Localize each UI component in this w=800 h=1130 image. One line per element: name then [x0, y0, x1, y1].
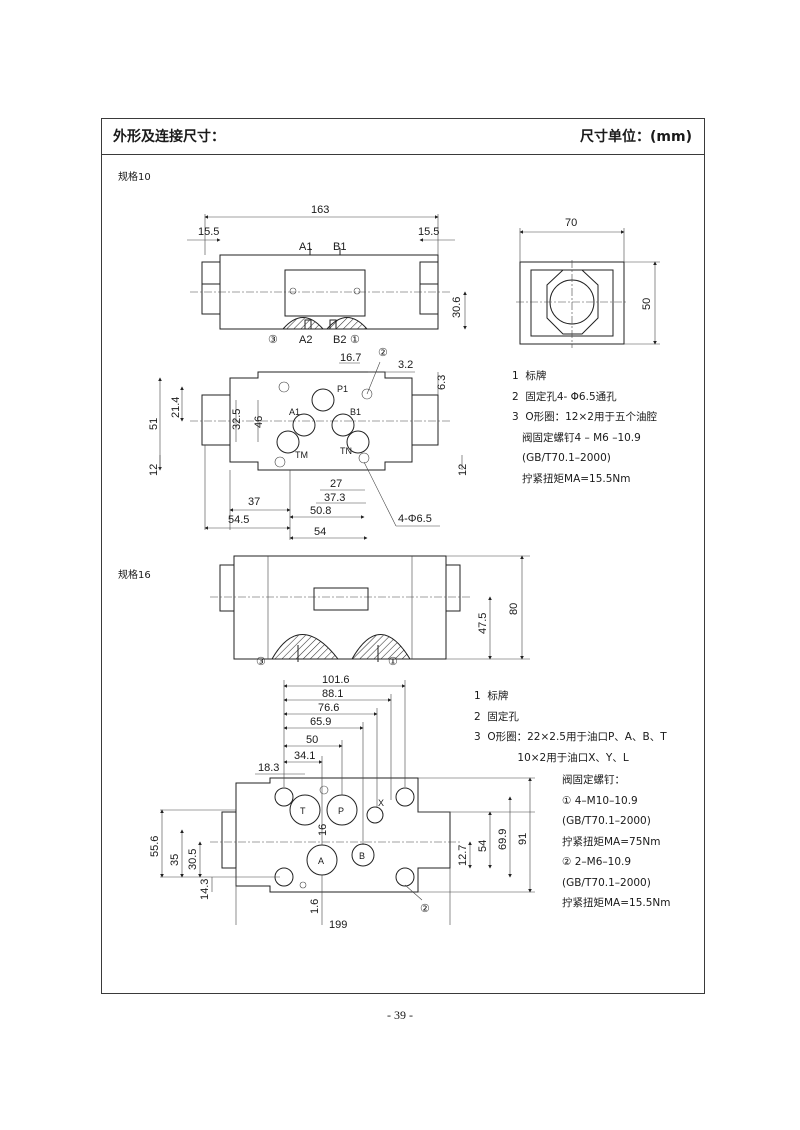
- port-b1: B1: [333, 241, 346, 253]
- dim-91: 91: [517, 833, 529, 845]
- section-title: 外形及连接尺寸：: [113, 129, 225, 145]
- dim-1-6: 1.6: [309, 899, 321, 914]
- callout-2-spec16: ②: [420, 903, 430, 915]
- note-line: ② 2–M6–10.9: [562, 856, 632, 868]
- port-b2: B2: [333, 334, 346, 346]
- port-p: P: [338, 806, 344, 816]
- note-line: 1 标牌: [474, 690, 509, 702]
- note-line: (GB/T70.1–2000): [562, 876, 651, 889]
- spec10-top-view: P1 A1 B1 TM TN ② 16.7 3.2 6.3 51 21.4 32…: [148, 347, 469, 540]
- note-line: 阀固定螺钉4 – M6 –10.9: [512, 431, 641, 444]
- dim-50-8: 50.8: [310, 505, 331, 517]
- header-divider: [101, 154, 705, 155]
- port-a1-top: A1: [289, 407, 300, 417]
- spec16-notes: 1 标牌 2 固定孔 3 O形圈：22×2.5用于油口P、A、B、T 10×2用…: [474, 686, 667, 768]
- spec10-notes: 1 标牌 2 固定孔4- Φ6.5通孔 3 O形圈：12×2用于五个油腔 阀固定…: [512, 366, 657, 489]
- spec10-front-view: 163 15.5 15.5 A1 B1 A2 B2 ③ ① 30.6: [187, 204, 467, 346]
- dim-32-5: 32.5: [231, 409, 243, 430]
- dim-101-6: 101.6: [322, 674, 350, 686]
- dim-15-5-left: 15.5: [198, 226, 219, 238]
- dim-163: 163: [311, 204, 329, 216]
- dim-12-7: 12.7: [457, 845, 469, 866]
- port-tn: TN: [340, 446, 352, 456]
- dim-15-5-right: 15.5: [418, 226, 439, 238]
- dim-12-right: 12: [457, 464, 469, 476]
- note-line: 阀固定螺钉：: [562, 774, 625, 786]
- dim-4-holes: 4-Φ6.5: [398, 513, 432, 525]
- dim-18-3: 18.3: [258, 762, 279, 774]
- dim-27: 27: [330, 478, 342, 490]
- spec16-top-view: T P X A B 101.6 88.1 76.6 65.9 50 34.1 1…: [149, 674, 535, 931]
- note-line: 2 固定孔4- Φ6.5通孔: [512, 390, 617, 403]
- dim-69-9: 69.9: [497, 829, 509, 850]
- dim-16-upper: 16: [317, 824, 329, 836]
- port-b1-top: B1: [350, 407, 361, 417]
- dim-35: 35: [169, 854, 181, 866]
- callout-1: ①: [350, 334, 360, 346]
- dim-50-spec16: 50: [306, 734, 318, 746]
- spec10-side-view: 70 50: [516, 217, 660, 348]
- dim-55-6: 55.6: [149, 836, 161, 857]
- note-line: (GB/T70.1–2000): [562, 815, 651, 827]
- note-line: ① 4–M10–10.9: [562, 794, 638, 807]
- dim-88-1: 88.1: [322, 688, 343, 700]
- port-tm: TM: [295, 450, 308, 460]
- spec10-label: 规格10: [118, 172, 151, 183]
- port-a: A: [318, 856, 324, 866]
- dim-80: 80: [508, 603, 520, 615]
- dim-199: 199: [329, 919, 347, 931]
- dim-76-6: 76.6: [318, 702, 339, 714]
- port-a1: A1: [299, 241, 312, 253]
- callout-3: ③: [268, 334, 278, 346]
- dim-54-spec10: 54: [314, 526, 326, 538]
- note-line: 2 固定孔: [474, 710, 519, 723]
- dim-51: 51: [148, 418, 160, 430]
- dim-30-5: 30.5: [187, 849, 199, 870]
- dim-70: 70: [565, 217, 577, 229]
- note-line: 10×2用于油口X、Y、L: [474, 751, 629, 764]
- dim-37-3: 37.3: [324, 492, 345, 504]
- port-p1: P1: [337, 384, 348, 394]
- dim-50: 50: [641, 298, 653, 310]
- callout-2: ②: [378, 347, 388, 359]
- callout-3-spec16: ③: [256, 656, 266, 668]
- spec16-screw-notes: 阀固定螺钉： ① 4–M10–10.9 (GB/T70.1–2000) 拧紧扭矩…: [562, 770, 671, 914]
- dim-46: 46: [253, 416, 265, 428]
- dim-65-9: 65.9: [310, 716, 331, 728]
- note-line: 拧紧扭矩MA=15.5Nm: [512, 472, 631, 485]
- dim-34-1: 34.1: [294, 750, 315, 762]
- spec16-front-view: ③ ① 80 47.5: [210, 555, 530, 668]
- port-t: T: [300, 806, 306, 816]
- note-line: 拧紧扭矩MA=75Nm: [562, 835, 661, 848]
- dim-30-6: 30.6: [451, 297, 463, 318]
- port-a2: A2: [299, 334, 312, 346]
- dim-37: 37: [248, 496, 260, 508]
- note-line: 1 标牌: [512, 370, 547, 382]
- spec16-label: 规格16: [118, 570, 151, 581]
- unit-label: 尺寸单位：(mm): [580, 129, 692, 145]
- dim-3-2: 3.2: [398, 359, 413, 371]
- dim-14-3: 14.3: [199, 879, 211, 900]
- dim-54-spec16: 54: [477, 840, 489, 852]
- callout-1-spec16: ①: [388, 656, 398, 668]
- note-line: 3 O形圈：22×2.5用于油口P、A、B、T: [474, 731, 667, 743]
- dim-6-3: 6.3: [436, 375, 448, 390]
- note-line: (GB/T70.1–2000): [512, 452, 611, 464]
- dim-16-7: 16.7: [340, 352, 361, 364]
- dim-21-4: 21.4: [170, 397, 182, 418]
- port-x: X: [378, 798, 384, 808]
- dim-47-5: 47.5: [477, 613, 489, 634]
- port-b: B: [359, 851, 365, 861]
- note-line: 拧紧扭矩MA=15.5Nm: [562, 897, 671, 909]
- content-frame: [101, 118, 705, 994]
- dim-12-left: 12: [148, 464, 160, 476]
- page-number: - 39 -: [387, 1008, 413, 1022]
- note-line: 3 O形圈：12×2用于五个油腔: [512, 411, 657, 423]
- dim-54-5: 54.5: [228, 514, 249, 526]
